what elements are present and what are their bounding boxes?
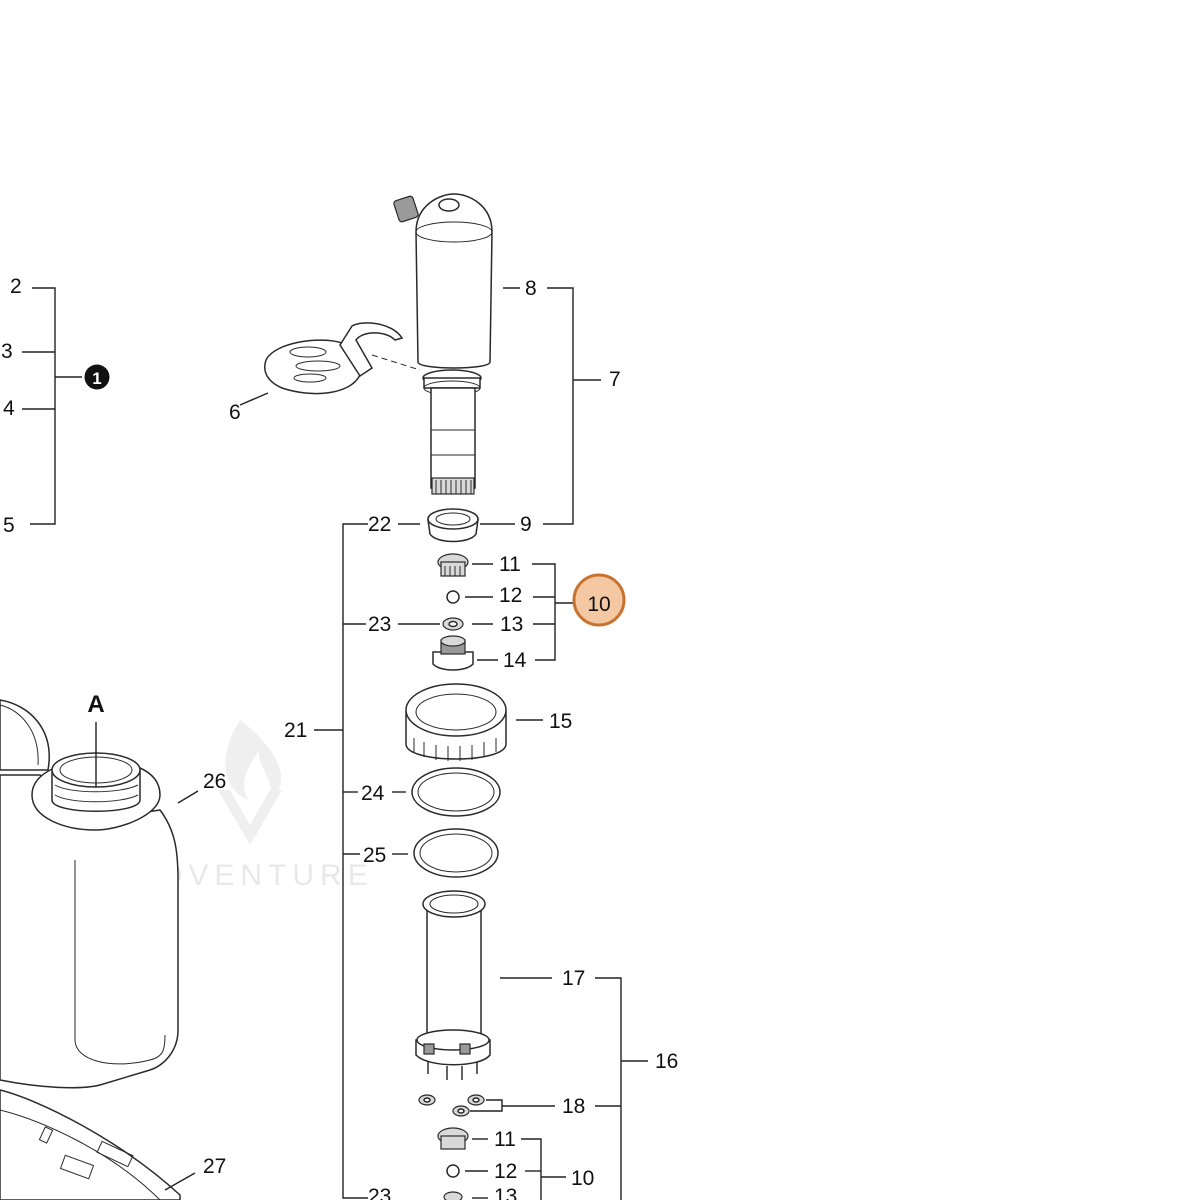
callout-10-highlighted: 10 [587, 593, 610, 616]
callout-22: 22 [368, 513, 391, 536]
collar-nut-15 [405, 683, 507, 761]
callout-A: A [87, 691, 104, 718]
callout-7: 7 [609, 368, 621, 391]
callout-11: 11 [499, 553, 521, 576]
seal-ring-22 [427, 508, 479, 543]
callout-17: 17 [562, 967, 585, 990]
watermark-flame-icon [225, 720, 282, 800]
callout-25: 25 [363, 844, 386, 867]
ball-12-lower [446, 1164, 460, 1178]
leader-lines [164, 287, 648, 1200]
group-1-bracket: 1 [22, 287, 110, 525]
callout-11-lower: 11 [494, 1128, 516, 1151]
valve-11 [437, 553, 469, 577]
callout-5: 5 [3, 514, 15, 537]
watermark-v-icon [218, 790, 282, 845]
callout-1-marker [84, 364, 110, 390]
callout-13: 13 [500, 613, 523, 636]
washer-13-lower [443, 1191, 463, 1200]
pump-cylinder [430, 387, 476, 495]
callout-8: 8 [525, 277, 537, 300]
pump-chamber [393, 193, 493, 396]
container-26 [0, 699, 179, 1089]
callout-9: 9 [520, 513, 532, 536]
callout-12-lower: 12 [494, 1160, 517, 1183]
valve-seat-14 [432, 635, 474, 671]
callout-4: 4 [3, 397, 15, 420]
callout-1: 1 [92, 369, 101, 388]
valve-11-lower [437, 1127, 469, 1150]
highlight-callout-10[interactable]: 10 [572, 573, 626, 627]
callout-10-lower: 10 [571, 1167, 594, 1190]
ball-12 [446, 590, 460, 604]
callout-27: 27 [203, 1155, 226, 1178]
callout-16: 16 [655, 1050, 678, 1073]
callout-6: 6 [229, 401, 241, 424]
callout-18: 18 [562, 1095, 585, 1118]
o-ring-24 [411, 767, 501, 817]
callout-3: 3 [1, 340, 13, 363]
o-ring-25 [413, 828, 499, 878]
callout-2: 2 [10, 275, 22, 298]
base-27 [0, 1089, 181, 1200]
mounting-bracket [264, 322, 421, 395]
callout-23: 23 [368, 613, 391, 636]
callout-24: 24 [361, 782, 385, 805]
pressure-tube-17 [415, 890, 491, 1080]
callout-13-lower: 13 [494, 1185, 517, 1200]
callout-12: 12 [499, 584, 522, 607]
washer-13 [442, 617, 464, 631]
callout-21: 21 [284, 719, 307, 742]
callout-14: 14 [503, 649, 527, 672]
callout-23-lower: 23 [368, 1185, 391, 1200]
callout-15: 15 [549, 710, 572, 733]
callout-26: 26 [203, 770, 226, 793]
washers-18 [418, 1094, 485, 1117]
